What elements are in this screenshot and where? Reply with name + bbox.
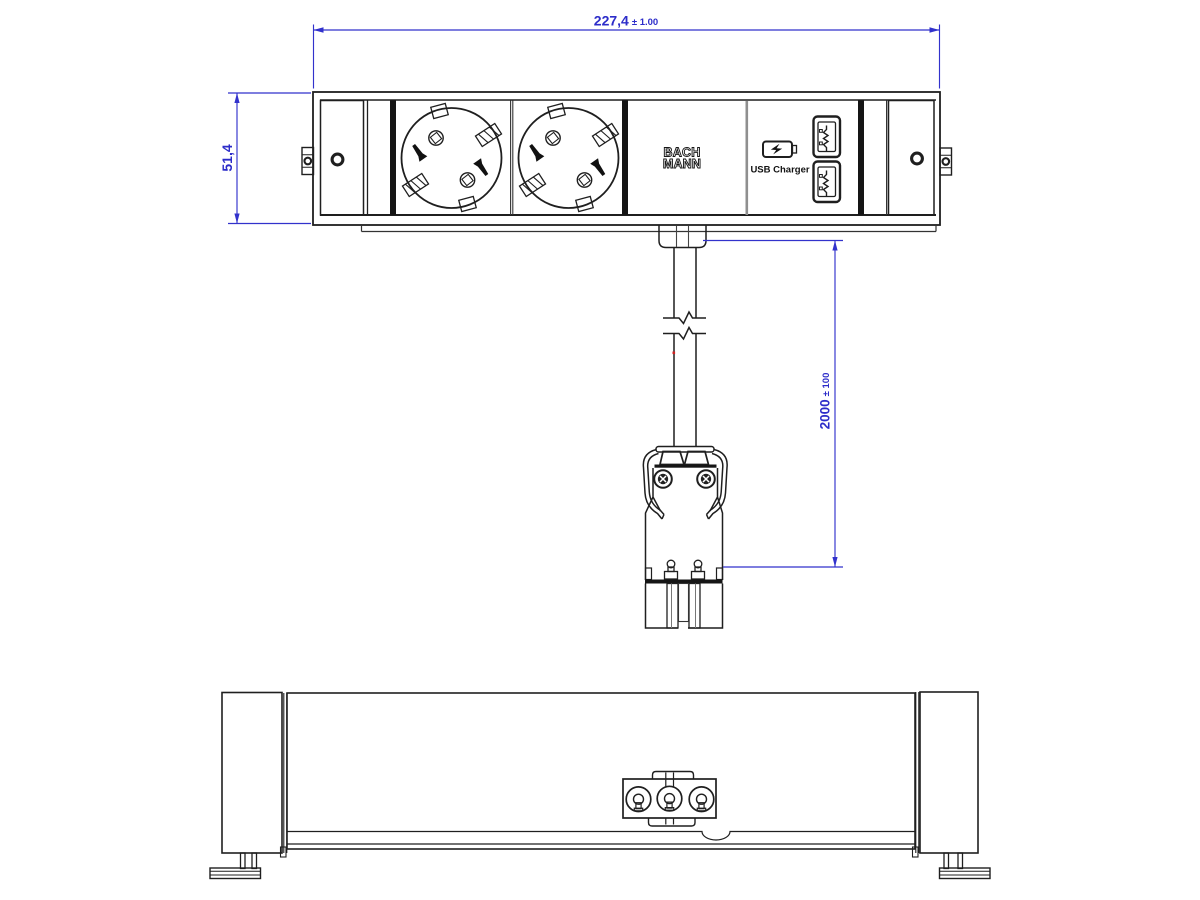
cable-lines	[673, 248, 697, 447]
arrowhead	[929, 27, 940, 33]
mounting-lip	[360, 225, 937, 233]
main-body	[286, 692, 916, 850]
side-notch	[644, 567, 653, 581]
usb-charger-module: USB Charger	[750, 115, 842, 204]
plug-cap-bar	[654, 464, 717, 468]
schuko-socket-icon	[519, 103, 619, 211]
brand-logo-line1: BACH	[664, 146, 701, 160]
right-bracket	[919, 691, 979, 854]
cable-break-icon	[662, 311, 707, 325]
cable-break-icon	[662, 326, 707, 340]
latch-screw	[690, 559, 706, 580]
latch-hooks	[642, 448, 728, 520]
mounting-clip-icon	[938, 146, 953, 177]
dimension-annotations: 227,4± 1.00 51,4 2000± 100	[219, 13, 941, 568]
right-clamp-foot	[938, 852, 991, 880]
contact-housing	[644, 582, 724, 629]
housing-screw	[696, 469, 716, 489]
right-divider-tab	[911, 846, 919, 858]
divider-bar	[858, 100, 864, 215]
divider-bar	[622, 100, 628, 215]
housing-screw	[653, 469, 673, 489]
mating-face	[645, 579, 723, 584]
usb-port-icon	[812, 115, 842, 159]
left-bracket	[221, 691, 283, 854]
screw-hole-icon	[910, 151, 924, 166]
front-view: BACH MANN USB Charger	[300, 91, 953, 249]
right-divider	[915, 692, 920, 853]
mounting-clip-icon	[300, 146, 315, 176]
connector-pin	[688, 786, 715, 813]
connector-pin	[656, 785, 683, 812]
battery-charging-icon	[762, 140, 798, 158]
left-divider-tab	[279, 846, 287, 858]
dim-width-text: 227,4± 1.00	[594, 13, 658, 29]
usb-charger-label: USB Charger	[750, 165, 809, 176]
connector-pin	[625, 786, 652, 813]
schuko-socket-icon	[402, 103, 502, 211]
channel-line-with-cable-cutout	[287, 830, 915, 841]
left-divider	[283, 693, 288, 853]
strain-relief-wing	[658, 450, 686, 466]
arrowhead	[234, 213, 240, 224]
red-marker-dot	[672, 351, 676, 355]
latch-screw	[663, 559, 679, 580]
bottom-view	[209, 691, 991, 880]
left-end-cap	[319, 99, 365, 216]
right-end-cap	[887, 99, 935, 216]
cable-boot	[658, 225, 707, 249]
dimension-width: 227,4± 1.00	[312, 13, 941, 89]
foot-plate	[938, 867, 991, 880]
divider-bar	[390, 100, 396, 215]
side-notch	[715, 567, 724, 581]
plug-body	[644, 468, 724, 580]
gst18-socket-icon	[622, 770, 717, 827]
dim-height-text: 51,4	[219, 144, 235, 171]
brand-module: BACH MANN	[662, 145, 701, 171]
power-cable	[662, 248, 707, 447]
gst18-plug-icon	[642, 445, 728, 629]
arrowhead	[832, 557, 838, 567]
foot-plate	[209, 867, 262, 880]
dimension-height: 51,4	[219, 92, 311, 225]
arrowhead	[313, 27, 324, 33]
left-clamp-foot	[209, 852, 262, 880]
usb-port-icon	[812, 160, 842, 204]
dimension-cable-length: 2000± 100	[703, 239, 843, 568]
strain-relief-wing	[683, 450, 710, 466]
screw-hole-icon	[330, 152, 345, 167]
dim-cable-text: 2000± 100	[818, 373, 833, 430]
arrowhead	[234, 93, 240, 103]
module-divider	[510, 100, 514, 215]
brand-logo-line2: MANN	[663, 157, 701, 171]
arrowhead	[832, 240, 838, 251]
